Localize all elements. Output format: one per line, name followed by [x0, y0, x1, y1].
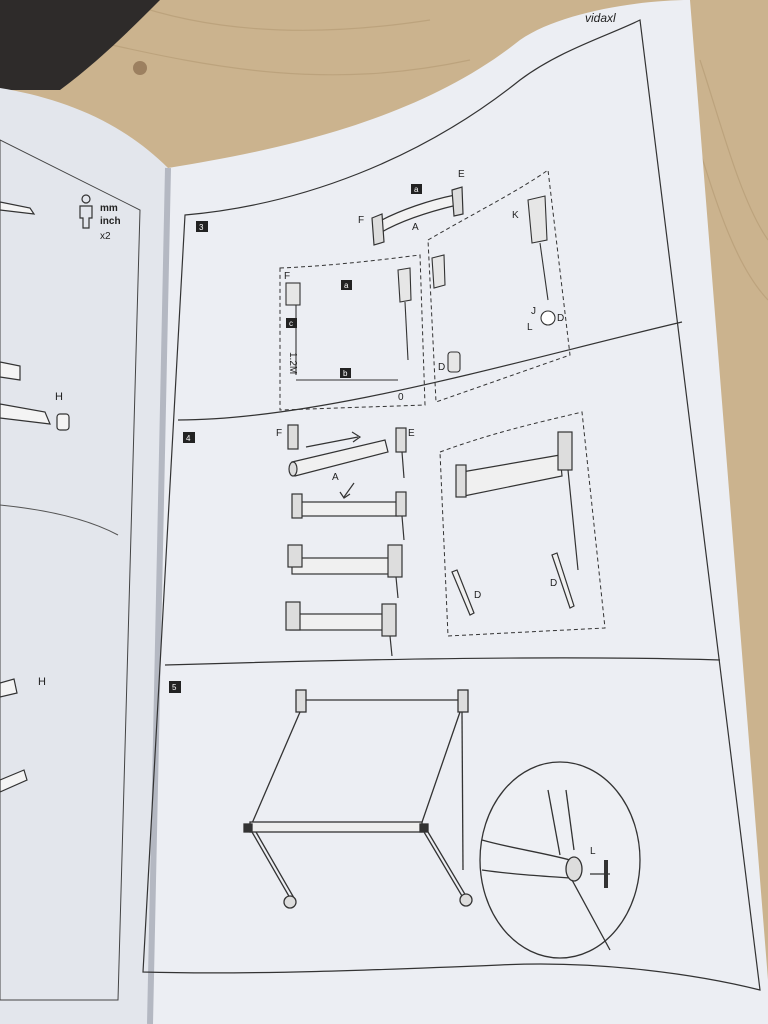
step-4-number-box: [183, 432, 195, 443]
unit-mm: mm: [100, 203, 118, 214]
step-5-number-box: [169, 681, 181, 693]
detail-zoom-circle: [479, 761, 641, 959]
wood-knot: [133, 61, 147, 75]
step-4-label-e: E: [408, 428, 415, 439]
brand-mark: vidaxl: [585, 11, 616, 25]
bracket-detail-box: [427, 169, 571, 403]
step-4-label-d1: D: [474, 590, 481, 601]
step-divider-3-4: [177, 321, 683, 421]
step-5-label-l: L: [590, 846, 596, 857]
step-3-label-a: A: [412, 222, 419, 233]
step-3-panel: 3 a E F A F a c 1.2M b 0: [196, 169, 571, 411]
step-4-label-a: A: [332, 472, 339, 483]
step-3-label-a-top: a: [414, 185, 419, 194]
measure-box: [279, 254, 426, 411]
step-3-label-c: c: [289, 319, 293, 328]
quantity-label: x2: [100, 231, 111, 242]
left-page: [0, 88, 168, 1024]
step-4-label-f: F: [276, 428, 282, 439]
left-page-parts: [0, 201, 70, 793]
step-3-number-box: [196, 221, 208, 232]
step-5-panel: 5: [169, 681, 641, 959]
book-spine-shadow: [147, 167, 171, 1024]
unit-inch: inch: [100, 216, 121, 227]
step-3-label-f: F: [358, 215, 364, 226]
step-4-label-d2: D: [550, 578, 557, 589]
step-5-number: 5: [172, 683, 177, 692]
step-3-label-f2: F: [284, 271, 290, 282]
right-page-frame: [142, 19, 761, 991]
part-label-h2: H: [38, 676, 46, 688]
step-divider-4-5: [164, 657, 721, 666]
step-4-panel: 4 F E A: [183, 411, 606, 657]
step-3-label-zero: 0: [398, 392, 404, 403]
step-3-label-b: b: [343, 369, 348, 378]
step-3-label-length: 1.2M: [287, 352, 298, 374]
step-3-label-j: J: [531, 306, 536, 317]
part-label-h1: H: [55, 391, 63, 403]
left-page-frame: [0, 139, 141, 1001]
step-3-label-a-measure: a: [344, 281, 349, 290]
step-3-label-d: D: [557, 313, 564, 324]
step-3-number: 3: [199, 223, 204, 232]
person-icon: [79, 194, 93, 229]
step-3-label-e: E: [458, 169, 465, 180]
step-4-number: 4: [186, 434, 191, 443]
step-3-label-l: L: [527, 322, 533, 333]
step-4-detail-box: [439, 411, 606, 637]
left-page-divider: [0, 504, 119, 536]
right-page: [150, 0, 768, 1024]
step-3-label-d2: D: [438, 362, 445, 373]
dark-fabric: [0, 0, 160, 90]
step-3-label-k: K: [512, 210, 519, 221]
